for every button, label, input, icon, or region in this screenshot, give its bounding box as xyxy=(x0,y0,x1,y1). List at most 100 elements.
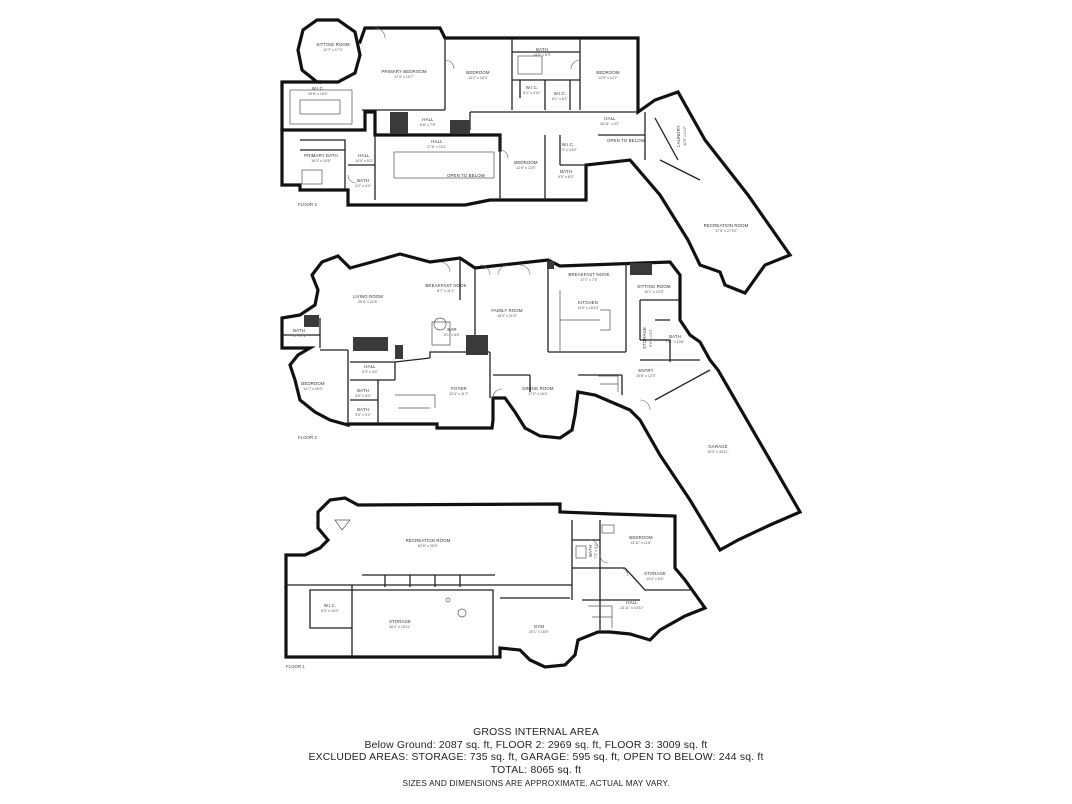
f2-living-room-name: LIVING ROOM xyxy=(353,294,384,299)
f2-bath-c-name: BATH xyxy=(357,388,369,393)
f2-nook-a-name: BREAKFAST NOOK xyxy=(425,283,466,288)
f2-sitting-room-name: SITTING ROOM xyxy=(637,284,671,289)
f3-open-to-below-a: OPEN TO BELOW xyxy=(447,173,486,178)
f3-open-to-below-outline xyxy=(393,151,495,179)
f3-hall-b-name: HALL xyxy=(604,116,616,121)
summary-disclaimer: SIZES AND DIMENSIONS ARE APPROXIMATE, AC… xyxy=(402,779,670,789)
f1-hall-name: HALL xyxy=(626,600,638,605)
f1-storage-b-dims: 46'4" x 15'11" xyxy=(389,625,411,629)
f3-bedroom-c-dims: 12'6" x 13'5" xyxy=(516,166,536,170)
f3-sitting-room-dims: 12'7" x 17'3" xyxy=(323,48,343,52)
f3-sitting-wall xyxy=(296,18,362,84)
f1-bedroom-dims: 14'11" x 11'6" xyxy=(630,541,652,545)
f3-primary-bedroom-dims: 17'4" x 15'7" xyxy=(394,75,414,79)
f2-nook-a-dims: 8'7" x 11'1" xyxy=(437,289,455,293)
area-summary: GROSS INTERNAL AREA Below Ground: 2087 s… xyxy=(0,727,1072,791)
f3-door-swings xyxy=(347,27,581,184)
f2-column xyxy=(547,261,554,269)
f2-dining-room-dims: 17'9" x 16'4" xyxy=(528,392,548,396)
f3-primary-tub xyxy=(301,169,323,185)
f1-bedroom-name: BEDROOM xyxy=(629,535,653,540)
f3-recreation-room-dims: 17'5" x 27'10" xyxy=(715,229,737,233)
f1-recreation-room-name: RECREATION ROOM xyxy=(406,538,451,543)
f1-bay-fixture xyxy=(334,519,351,531)
f2-nook-b-dims: 17'7" x 7'5" xyxy=(580,278,598,282)
f2-hall-dims: 5'3" x 4'4" xyxy=(362,370,378,374)
f3-wic-c-name: W.I.C. xyxy=(554,91,567,96)
f3-laundry-dims: 12'0" x 14'2" xyxy=(683,125,687,145)
summary-line-areas: Below Ground: 2087 sq. ft, FLOOR 2: 2969… xyxy=(364,739,708,751)
f2-bath-a-name: BATH xyxy=(293,328,305,333)
f3-open-to-below-b: OPEN TO BELOW xyxy=(607,138,646,143)
f3-hall-b-dims: 40'11" x 4'2" xyxy=(600,122,620,126)
f1-interior-walls xyxy=(286,520,690,657)
floor-3-plan: SITTING ROOM 12'7" x 17'3" PRIMARY BEDRO… xyxy=(280,18,793,295)
f2-interior-walls xyxy=(282,258,711,424)
f2-entry-name: ENTRY xyxy=(638,368,653,373)
f1-hall-dims: 24'11" x 10'11" xyxy=(620,606,644,610)
f3-fireplace-hatch xyxy=(390,112,408,134)
f3-bedroom-b-dims: 12'9" x 14'7" xyxy=(598,76,618,80)
f2-fireplace-sitting xyxy=(630,263,652,275)
f2-garage-dims: 19'3" x 30'11" xyxy=(707,450,729,454)
f3-wic-d-name: W.I.C. xyxy=(562,142,575,147)
f3-bedroom-a-name: BEDROOM xyxy=(466,70,490,75)
f2-entry-dims: 20'8" x 12'3" xyxy=(636,374,656,378)
f2-kitchen-name: KITCHEN xyxy=(578,300,598,305)
f2-sitting-room-dims: 10'1" x 12'5" xyxy=(644,290,664,294)
f1-door-swings xyxy=(589,539,629,577)
floor-3-label: FLOOR 3 xyxy=(298,202,317,207)
f3-wic-b-dims: 8'1" x 4'11" xyxy=(523,91,541,95)
f1-recreation-room-dims: 62'6" x 20'0" xyxy=(418,544,438,548)
f3-bath-a-name: BATH xyxy=(536,47,548,52)
f2-hall-name: HALL xyxy=(364,364,376,369)
f2-kitchen-counters xyxy=(559,290,611,352)
f3-bedroom-a-dims: 14'2" x 15'3" xyxy=(468,76,488,80)
floor-1-label: FLOOR 1 xyxy=(286,664,305,669)
summary-line-total: TOTAL: 8065 sq. ft xyxy=(490,764,582,776)
f3-wic-island xyxy=(299,99,341,115)
f2-bedroom-dims: 14'7" x 16'0" xyxy=(303,387,323,391)
f1-storage-marker-b xyxy=(457,608,467,618)
f3-interior-walls xyxy=(300,38,701,200)
f3-tub xyxy=(517,55,543,75)
f2-bedroom-name: BEDROOM xyxy=(301,381,325,386)
f3-bath-c-dims: 4'5" x 8'3" xyxy=(558,175,574,179)
f3-hall-d-dims: 14'0" x 5'2" xyxy=(355,159,373,163)
f2-bath-c-dims: 5'9" x 5'0" xyxy=(355,394,371,398)
f3-hall-c-dims: 27'6" x 10'1" xyxy=(427,145,447,149)
f3-bedroom-c-name: BEDROOM xyxy=(514,160,538,165)
f2-bath-b-dims: 7'11" x 10'6" xyxy=(665,340,685,344)
floor-2-label: FLOOR 2 xyxy=(298,435,317,440)
f2-storage-name: STORAGE xyxy=(642,327,647,349)
f2-fireplace-family xyxy=(466,335,488,355)
f2-chimney-b xyxy=(304,315,319,327)
f2-bath-b-name: BATH xyxy=(669,334,681,339)
f2-bath-d-name: BATH xyxy=(357,407,369,412)
f1-storage-a-dims: 13'4" x 6'6" xyxy=(646,577,664,581)
f2-bar-dims: 8'1" x 6'6" xyxy=(444,333,460,337)
f2-dining-room-name: DINING ROOM xyxy=(522,386,554,391)
f1-gym-dims: 20'1" x 15'5" xyxy=(529,630,549,634)
f3-hall-a-dims: 6'8" x 7'8" xyxy=(420,123,436,127)
f3-bath-b-dims: 4'2" x 4'4" xyxy=(355,184,371,188)
f2-bath-d-dims: 3'5" x 3'2" xyxy=(355,413,371,417)
f3-bath-b-name: BATH xyxy=(357,178,369,183)
summary-heading: GROSS INTERNAL AREA xyxy=(473,727,599,738)
f2-family-room-dims: 18'0" x 21'3" xyxy=(497,314,517,318)
f1-bedroom-closet xyxy=(601,524,615,534)
f2-kitchen-dims: 13'9" x 15'10" xyxy=(577,306,599,310)
f3-wic-a-dims: 25'8" x 18'4" xyxy=(308,92,328,96)
f2-nook-b-name: BREAKFAST NOOK xyxy=(568,272,609,277)
f2-chimney-a xyxy=(395,345,403,359)
f3-bath-c-name: BATH xyxy=(560,169,572,174)
f3-recreation-room-name: RECREATION ROOM xyxy=(704,223,749,228)
f3-primary-bedroom-name: PRIMARY BEDROOM xyxy=(381,69,426,74)
f3-primary-bath-name: PRIMARY BATH xyxy=(304,153,338,158)
f3-bedroom-b-name: BEDROOM xyxy=(596,70,620,75)
f1-storage-a-name: STORAGE xyxy=(644,571,666,576)
f1-bath-dims: 7'3" x 5'4" xyxy=(594,542,598,558)
summary-line-excluded: EXCLUDED AREAS: STORAGE: 735 sq. ft, GAR… xyxy=(308,752,764,764)
f3-wic-b-name: W.I.C. xyxy=(526,85,539,90)
